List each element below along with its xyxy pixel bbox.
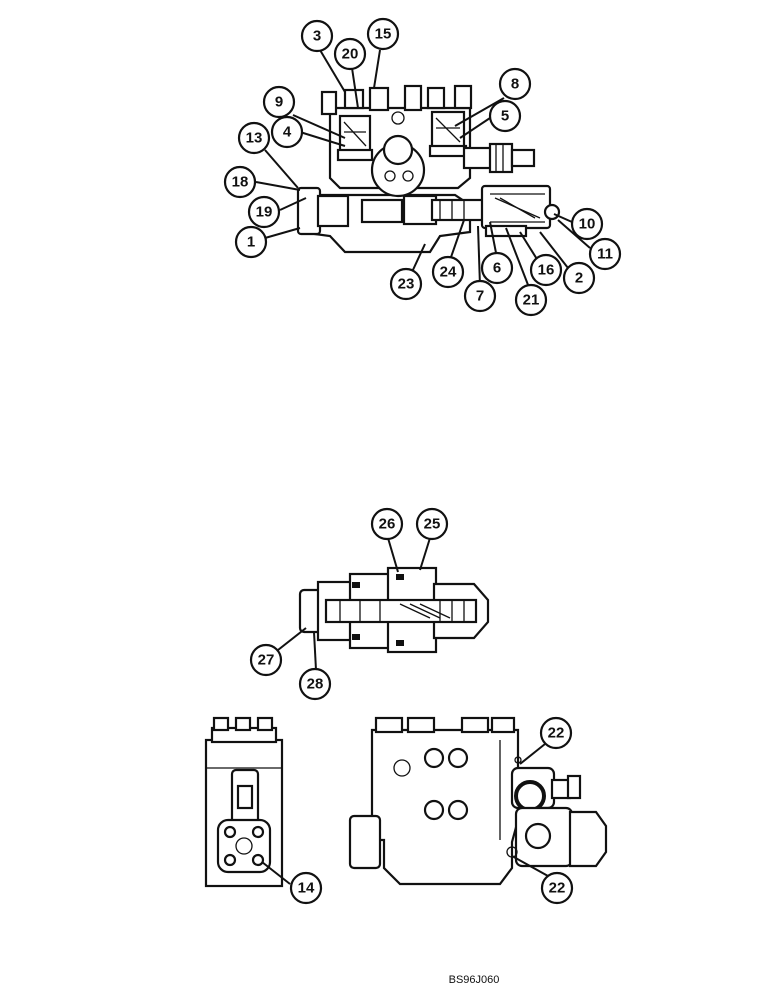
front-view-bottom-right bbox=[348, 716, 608, 886]
svg-text:7: 7 bbox=[476, 288, 484, 305]
svg-text:26: 26 bbox=[379, 516, 396, 533]
svg-text:16: 16 bbox=[538, 262, 555, 279]
callout-19: 19 bbox=[247, 195, 281, 229]
callout-2: 2 bbox=[562, 261, 596, 295]
callout-13: 13 bbox=[237, 121, 271, 155]
callout-8: 8 bbox=[498, 67, 532, 101]
callout-10: 10 bbox=[570, 207, 604, 241]
callout-3: 3 bbox=[300, 19, 334, 53]
side-view-bottom-left bbox=[204, 716, 284, 888]
callout-11: 11 bbox=[588, 237, 622, 271]
callout-21: 21 bbox=[514, 283, 548, 317]
svg-text:25: 25 bbox=[424, 516, 441, 533]
svg-text:20: 20 bbox=[342, 46, 359, 63]
callout-5: 5 bbox=[488, 99, 522, 133]
callout-9: 9 bbox=[262, 85, 296, 119]
callout-27: 27 bbox=[249, 643, 283, 677]
svg-text:21: 21 bbox=[523, 292, 540, 309]
svg-text:15: 15 bbox=[375, 26, 392, 43]
callout-15: 15 bbox=[366, 17, 400, 51]
callout-14: 14 bbox=[289, 871, 323, 905]
leader-lines-bottom-right bbox=[511, 743, 549, 877]
callout-28: 28 bbox=[298, 667, 332, 701]
svg-text:24: 24 bbox=[440, 264, 457, 281]
callout-18: 18 bbox=[223, 165, 257, 199]
svg-text:28: 28 bbox=[307, 676, 324, 693]
leader-lines-top bbox=[255, 49, 591, 291]
callout-20: 20 bbox=[333, 37, 367, 71]
svg-text:3: 3 bbox=[313, 28, 321, 45]
svg-text:2: 2 bbox=[575, 270, 583, 287]
svg-text:1: 1 bbox=[247, 234, 255, 251]
callout-23: 23 bbox=[389, 267, 423, 301]
svg-text:5: 5 bbox=[501, 108, 509, 125]
valve-assembly-top bbox=[296, 84, 561, 254]
svg-text:22: 22 bbox=[548, 725, 565, 742]
svg-text:11: 11 bbox=[597, 246, 613, 263]
svg-text:27: 27 bbox=[258, 652, 275, 669]
callout-6: 6 bbox=[480, 251, 514, 285]
callout-24: 24 bbox=[431, 255, 465, 289]
leader-14 bbox=[261, 861, 291, 885]
callout-1: 1 bbox=[234, 225, 268, 259]
svg-text:6: 6 bbox=[493, 260, 501, 277]
leader-lines-middle bbox=[277, 537, 431, 671]
cartridge-valve-middle bbox=[298, 566, 490, 654]
svg-text:14: 14 bbox=[298, 880, 315, 897]
callout-16: 16 bbox=[529, 253, 563, 287]
svg-text:13: 13 bbox=[246, 130, 263, 147]
svg-text:19: 19 bbox=[256, 204, 273, 221]
svg-text:4: 4 bbox=[283, 124, 292, 141]
svg-text:8: 8 bbox=[511, 76, 519, 93]
figure-code: BS96J060 bbox=[449, 974, 500, 986]
callout-26: 26 bbox=[370, 507, 404, 541]
svg-text:9: 9 bbox=[275, 94, 283, 111]
svg-text:18: 18 bbox=[232, 174, 249, 191]
svg-text:10: 10 bbox=[579, 216, 596, 233]
svg-text:22: 22 bbox=[549, 880, 566, 897]
callout-22-lower: 22 bbox=[540, 871, 574, 905]
callout-22-upper: 22 bbox=[539, 716, 573, 750]
callout-25: 25 bbox=[415, 507, 449, 541]
callout-4: 4 bbox=[270, 115, 304, 149]
callout-7: 7 bbox=[463, 279, 497, 313]
svg-text:23: 23 bbox=[398, 276, 415, 293]
